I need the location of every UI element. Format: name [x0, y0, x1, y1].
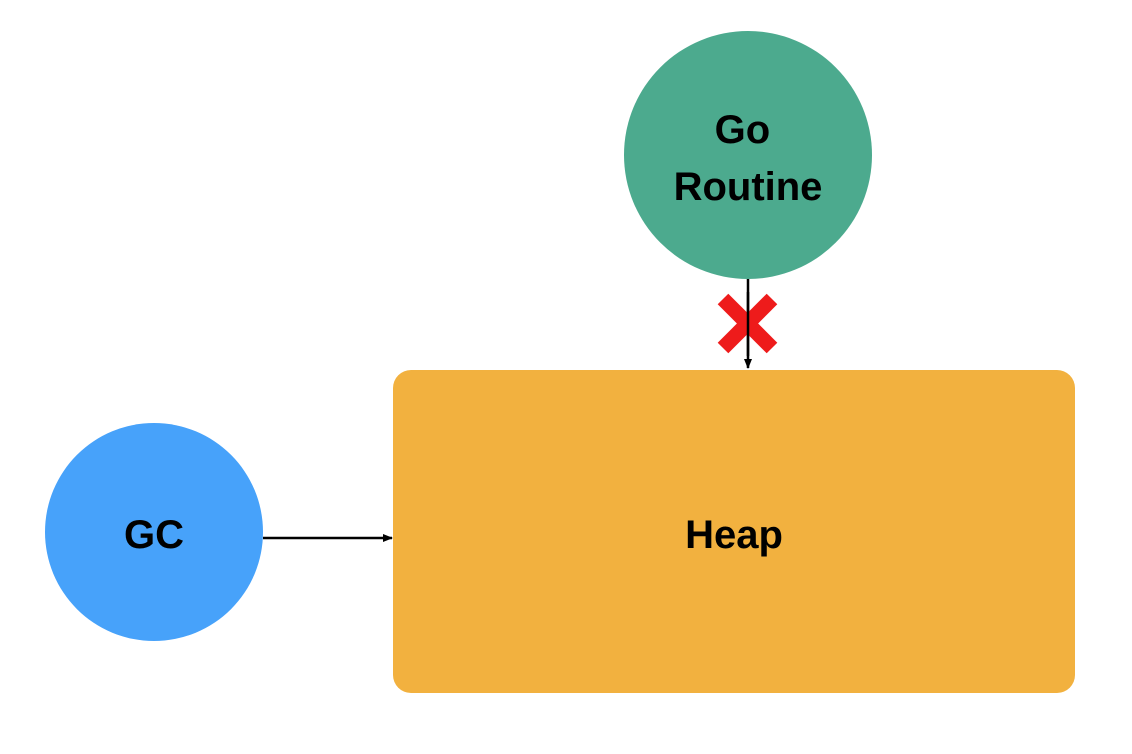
goroutine-node: [624, 31, 872, 279]
goroutine-label: Go Routine: [674, 108, 823, 209]
goroutine-label-line-1: Go: [715, 108, 771, 152]
goroutine-label-line-2: Routine: [674, 165, 823, 209]
gc-node: [45, 423, 263, 641]
heap-box: [393, 370, 1075, 693]
heap-label: Heap: [685, 513, 783, 557]
gc-label: GC: [124, 513, 184, 557]
